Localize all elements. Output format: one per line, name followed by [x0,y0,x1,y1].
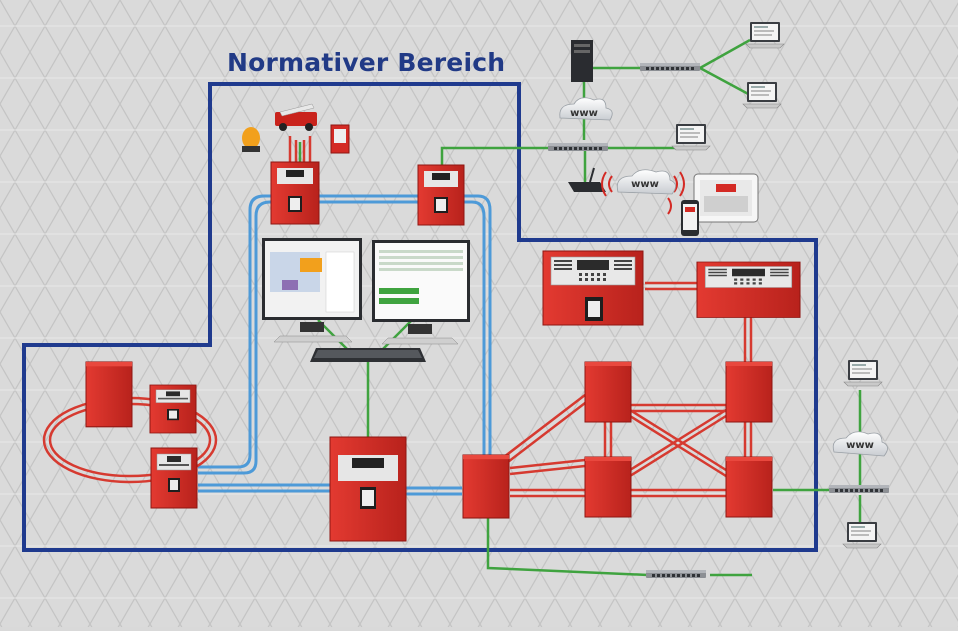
network-switch-middle [548,143,608,151]
diagram-title: Normativer Bereich [227,48,506,77]
cabinet-mesh-3 [725,361,773,423]
server-icon [571,40,593,82]
normative-boundary [22,82,818,552]
laptop-icon [742,81,782,109]
internet-cloud-right: www [832,431,888,457]
network-switch-bottom [646,570,706,578]
cabinet-mesh-5 [725,456,773,518]
cloud-label: www [846,440,874,451]
cabinet-mesh-2 [584,361,632,423]
network-switch-top [640,63,700,71]
monitor-floorplan [262,238,362,343]
fire-panel-top-right [417,164,465,226]
fire-truck-icon [275,103,317,131]
internet-cloud-middle: www [616,169,676,195]
fire-panel-central [329,436,407,542]
cabinet-mesh-4 [584,456,632,518]
fire-panel-left-bottom [150,447,198,509]
laptop-icon [842,521,882,549]
network-bus [198,194,492,496]
laptop-icon [671,123,711,151]
network-switch-right [829,485,889,493]
smartphone-icon [681,200,699,236]
fire-panel-top-left [270,161,320,225]
laptop-icon [843,359,883,387]
cloud-label: www [631,179,659,190]
monitor-event-list [372,240,470,345]
fire-panel-secondary-right [696,261,801,319]
warning-beacon-icon [242,127,260,152]
wireless-signal-icon [601,171,685,215]
laptop-icon [745,21,785,49]
fire-panel-left-small [149,384,197,434]
detector-loops [42,136,753,498]
manual-call-point-icon [330,124,350,154]
fire-panel-main-right [542,250,644,326]
keyboard-icon [310,348,426,362]
cloud-label: www [570,108,598,119]
cabinet-mesh-1 [462,454,510,519]
router-icon [568,167,606,192]
cabinet-left [85,361,133,428]
tablet-icon [693,173,759,223]
internet-cloud-top: www [559,97,613,121]
